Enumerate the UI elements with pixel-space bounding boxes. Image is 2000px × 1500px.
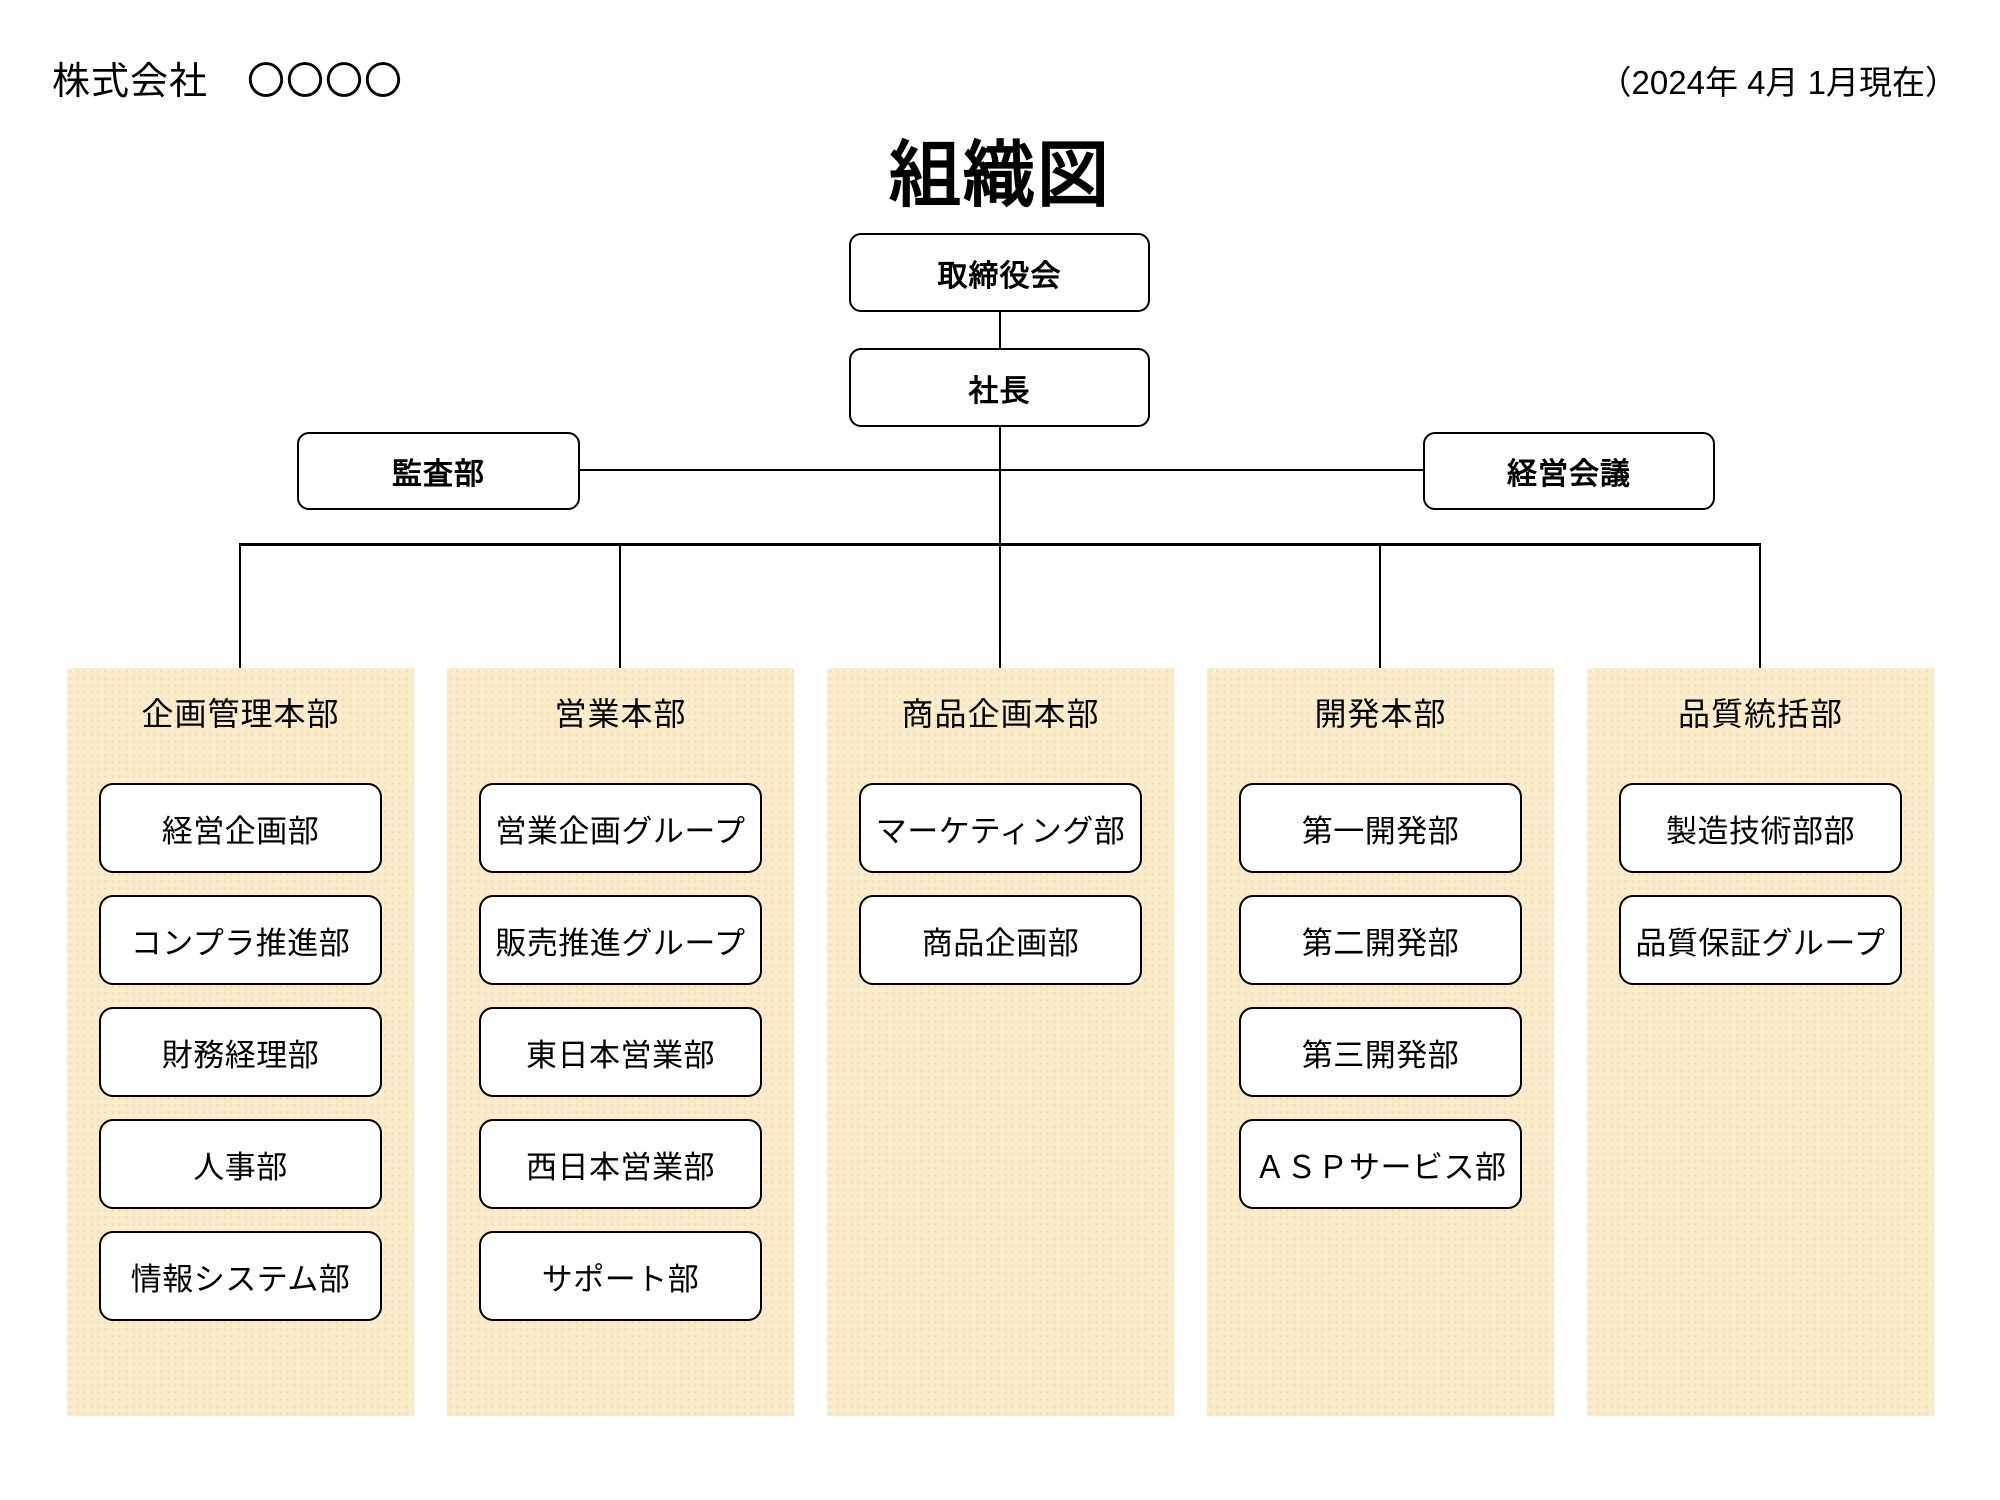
department-box: 販売推進グループ xyxy=(479,895,762,985)
department-box: 第三開発部 xyxy=(1239,1007,1522,1097)
department-box: 営業企画グループ xyxy=(479,783,762,873)
department-box: 東日本営業部 xyxy=(479,1007,762,1097)
connector-drop-division-2 xyxy=(619,545,621,668)
department-list: マーケティング部 商品企画部 xyxy=(827,783,1174,985)
division-column-quality: 品質統括部 製造技術部部 品質保証グループ xyxy=(1587,668,1934,1416)
connector-board-president xyxy=(999,312,1001,348)
department-box: コンプラ推進部 xyxy=(99,895,382,985)
department-box: 人事部 xyxy=(99,1119,382,1209)
connector-branch-horizontal xyxy=(239,543,1761,546)
department-box: 商品企画部 xyxy=(859,895,1142,985)
department-box: 第二開発部 xyxy=(1239,895,1522,985)
board-of-directors-box: 取締役会 xyxy=(849,233,1150,312)
management-meeting-box: 経営会議 xyxy=(1423,432,1715,510)
department-list: 第一開発部 第二開発部 第三開発部 ＡＳＰサービス部 xyxy=(1207,783,1554,1209)
department-box: 情報システム部 xyxy=(99,1231,382,1321)
department-list: 経営企画部 コンプラ推進部 財務経理部 人事部 情報システム部 xyxy=(67,783,414,1321)
department-box: マーケティング部 xyxy=(859,783,1142,873)
division-header: 商品企画本部 xyxy=(901,696,1100,732)
department-box: 第一開発部 xyxy=(1239,783,1522,873)
audit-department-box: 監査部 xyxy=(297,432,580,510)
connector-audit-meeting xyxy=(580,469,1423,471)
division-column-product-planning: 商品企画本部 マーケティング部 商品企画部 xyxy=(827,668,1174,1416)
department-box: ＡＳＰサービス部 xyxy=(1239,1119,1522,1209)
company-name: 株式会社 〇〇〇〇 xyxy=(52,61,404,103)
connector-drop-division-4 xyxy=(1379,545,1381,668)
division-column-sales: 営業本部 営業企画グループ 販売推進グループ 東日本営業部 西日本営業部 サポー… xyxy=(447,668,794,1416)
division-header: 開発本部 xyxy=(1314,696,1447,732)
division-header: 営業本部 xyxy=(554,696,687,732)
department-box: 経営企画部 xyxy=(99,783,382,873)
page-title: 組織図 xyxy=(888,136,1111,216)
connector-drop-division-5 xyxy=(1759,545,1761,668)
department-box: 品質保証グループ xyxy=(1619,895,1902,985)
as-of-date: （2024年 4月 1月現在） xyxy=(1598,64,1958,101)
department-list: 製造技術部部 品質保証グループ xyxy=(1587,783,1934,985)
department-list: 営業企画グループ 販売推進グループ 東日本営業部 西日本営業部 サポート部 xyxy=(447,783,794,1321)
department-box: 西日本営業部 xyxy=(479,1119,762,1209)
division-header: 企画管理本部 xyxy=(141,696,340,732)
division-header: 品質統括部 xyxy=(1677,696,1843,732)
department-box: 製造技術部部 xyxy=(1619,783,1902,873)
connector-president-down xyxy=(999,427,1001,668)
department-box: 財務経理部 xyxy=(99,1007,382,1097)
division-column-development: 開発本部 第一開発部 第二開発部 第三開発部 ＡＳＰサービス部 xyxy=(1207,668,1554,1416)
president-box: 社長 xyxy=(849,348,1150,427)
division-column-planning-management: 企画管理本部 経営企画部 コンプラ推進部 財務経理部 人事部 情報システム部 xyxy=(67,668,414,1416)
department-box: サポート部 xyxy=(479,1231,762,1321)
connector-drop-division-1 xyxy=(239,545,241,668)
